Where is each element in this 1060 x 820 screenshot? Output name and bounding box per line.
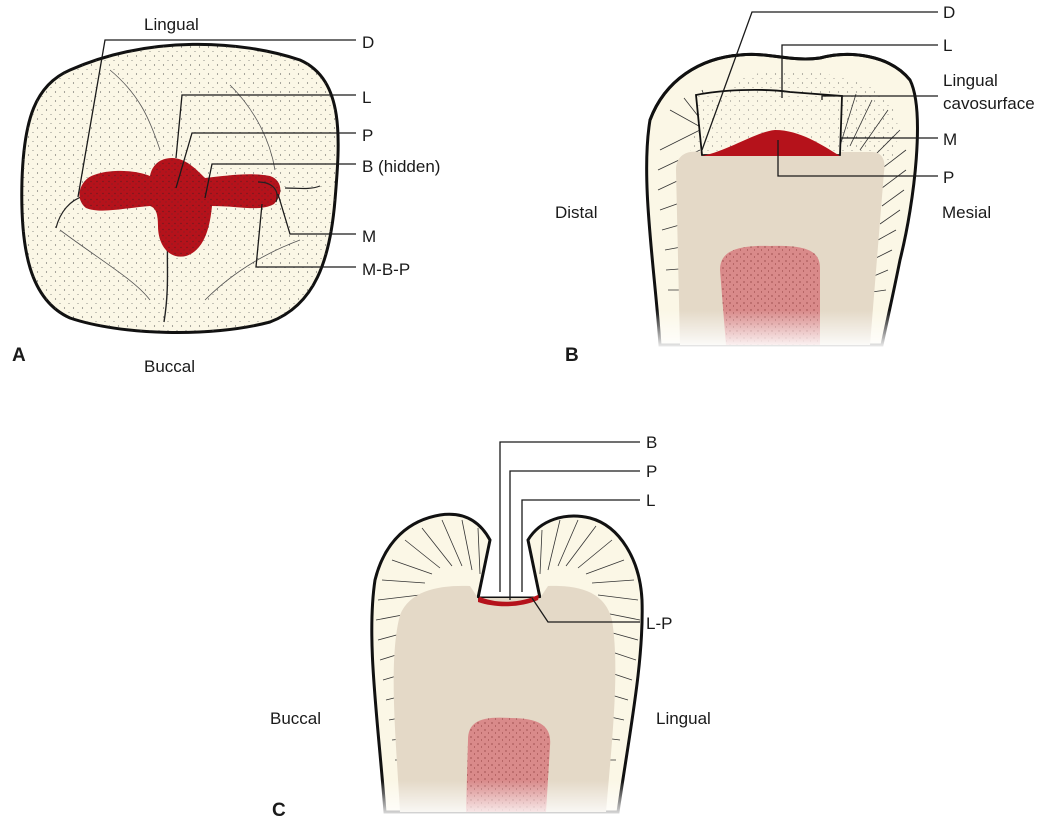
callout-l: L — [362, 88, 371, 107]
callout-lingual: Lingual — [943, 71, 998, 90]
callout-cavosurface: cavosurface — [943, 94, 1035, 113]
panel-b-letter: B — [565, 345, 579, 366]
label-lingual: Lingual — [144, 15, 199, 34]
callout-l-p-c: L-P — [646, 614, 672, 633]
label-buccal: Buccal — [144, 357, 195, 376]
callout-l-c: L — [646, 491, 655, 510]
root-fade-c — [370, 620, 650, 820]
callout-m: M — [362, 227, 376, 246]
callout-p: P — [362, 126, 373, 145]
panel-a: A Lingual Buccal D L P B (hidden) M M-B-… — [12, 15, 440, 376]
callout-d-b: D — [943, 3, 955, 22]
callout-b-c: B — [646, 433, 657, 452]
panel-c: C Buccal Lingual B P L L-P — [270, 433, 711, 820]
callout-b-hidden: B (hidden) — [362, 157, 440, 176]
callout-d: D — [362, 33, 374, 52]
callout-p-b: P — [943, 168, 954, 187]
panel-c-letter: C — [272, 800, 286, 820]
prep-walls-c — [478, 540, 540, 598]
label-distal: Distal — [555, 203, 598, 222]
callout-m-b-p: M-B-P — [362, 260, 410, 279]
panel-b: B Distal Mesial D L Lingual cavosurface … — [555, 3, 1035, 366]
callout-p-c: P — [646, 462, 657, 481]
label-mesial: Mesial — [942, 203, 991, 222]
callout-l-b: L — [943, 36, 952, 55]
callout-m-b: M — [943, 130, 957, 149]
panel-a-letter: A — [12, 345, 26, 366]
label-buccal-c: Buccal — [270, 709, 321, 728]
root-fade-b — [650, 150, 910, 350]
label-lingual-c: Lingual — [656, 709, 711, 728]
